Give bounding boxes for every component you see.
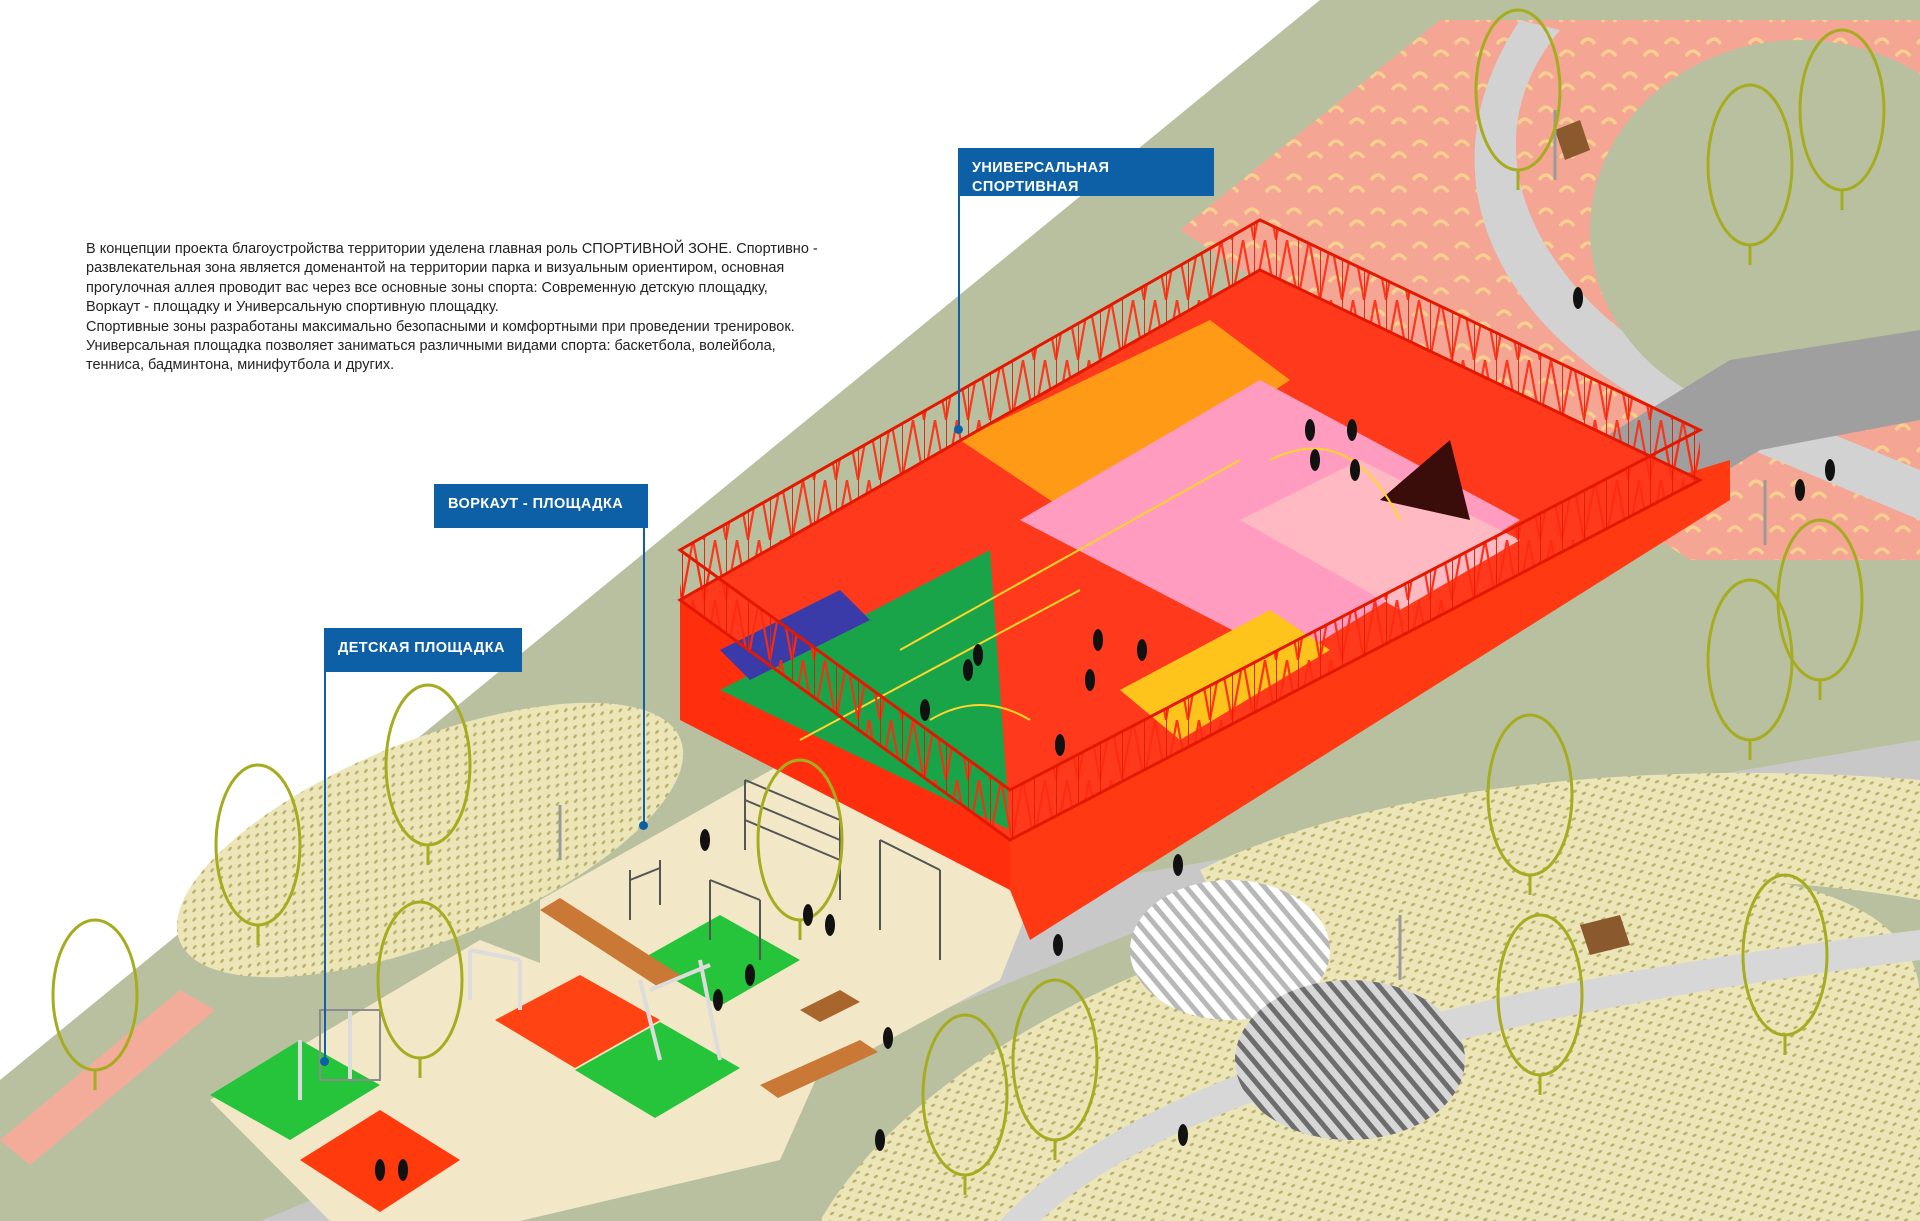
hatched-circle-light <box>1130 880 1330 1020</box>
court-fence-right <box>1260 220 1700 480</box>
dotted-zone-left <box>176 702 684 978</box>
callout-kids-playground: ДЕТСКАЯ ПЛОЩАДКА <box>324 628 522 672</box>
callout-universal-court: УНИВЕРСАЛЬНАЯ СПОРТИВНАЯ ПЛОЩАДКА <box>958 148 1214 214</box>
court-front-wall <box>1010 460 1730 940</box>
bench-4 <box>1580 915 1630 955</box>
court-fence-back <box>680 220 1260 600</box>
salmon-path-left <box>0 990 215 1165</box>
description-line: тенниса, бадминтона, минифутбола и други… <box>86 357 395 374</box>
lamps <box>558 110 1767 980</box>
court-lines <box>799 447 1401 741</box>
kids-tile-green-2 <box>575 1022 740 1118</box>
court-fence-front <box>1010 430 1700 840</box>
trees <box>51 8 1886 1195</box>
climbing-wall <box>319 1009 381 1081</box>
callout-universal-dot <box>954 425 963 434</box>
description-line: В концепции проекта благоустройства терр… <box>86 241 818 257</box>
callout-kids-dot <box>320 1057 329 1066</box>
description-line: Спортивные зоны разработаны максимально … <box>86 318 795 335</box>
bench-5 <box>1555 120 1590 160</box>
court-fence-left <box>680 550 1010 840</box>
court-block-orange <box>960 320 1290 520</box>
kids-tile-green-1 <box>210 1040 380 1140</box>
callout-universal-line2: ПЛОЩАДКА <box>972 198 1063 214</box>
callout-workout: ВОРКАУТ - ПЛОЩАДКА <box>434 484 648 528</box>
callout-kids-leader <box>324 672 326 1060</box>
description-line: Воркаут - площадку и Универсальную спорт… <box>86 299 499 316</box>
description-text: В концепции проекта благоустройства терр… <box>86 240 916 376</box>
bench-2 <box>760 1040 878 1098</box>
hatched-circle-dark <box>1235 980 1465 1140</box>
green-lawn-circle <box>1590 40 1920 420</box>
kids-tile-red-2 <box>495 975 660 1068</box>
bench-1 <box>540 898 680 988</box>
kids-equipment <box>298 948 722 1100</box>
bench-3 <box>800 990 860 1022</box>
description-line: развлекательная зона является доменантой… <box>86 260 785 277</box>
callout-universal-leader <box>958 196 960 428</box>
court-frame <box>677 218 1704 842</box>
dotted-zone-far-right <box>1200 772 1920 950</box>
callout-workout-leader <box>643 528 645 824</box>
court-block-dark <box>1380 440 1470 520</box>
callout-workout-label: ВОРКАУТ - ПЛОЩАДКА <box>448 496 624 512</box>
callout-workout-dot <box>639 821 648 830</box>
description-line: Универсальная площадка позволяет занимат… <box>86 338 776 355</box>
description-line: прогулочная аллея проводит вас через все… <box>86 279 768 296</box>
callout-kids-label: ДЕТСКАЯ ПЛОЩАДКА <box>338 640 505 656</box>
callout-universal-line1: УНИВЕРСАЛЬНАЯ СПОРТИВНАЯ <box>972 160 1110 195</box>
people <box>375 287 1835 1181</box>
